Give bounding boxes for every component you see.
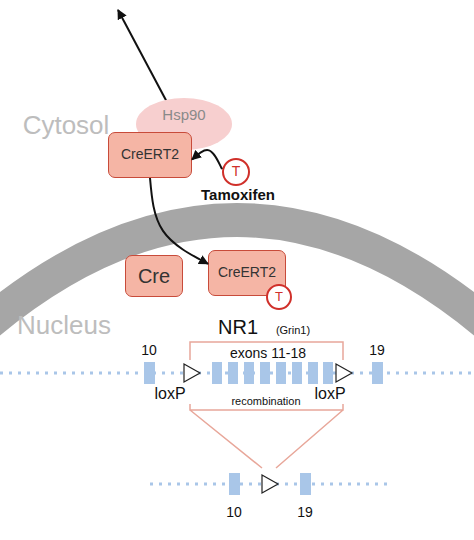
gene-alias: (Grin1) (276, 324, 310, 337)
compartment-label: Nucleus (17, 311, 111, 341)
node-text: T (232, 164, 241, 179)
exon-number: 10 (141, 342, 157, 358)
arrow-connector (192, 150, 222, 169)
recombination-bracket (190, 404, 343, 468)
loxp-symbol (262, 475, 278, 493)
site-label: loxP (314, 385, 345, 403)
exon-range: exons 11-18 (230, 345, 306, 361)
protein-box: CreERT2 (108, 132, 192, 178)
drug-label: Tamoxifen (201, 186, 275, 203)
exon-number: 19 (297, 504, 313, 520)
node-text: CreERT2 (218, 265, 276, 280)
process-label: recombination (231, 395, 300, 408)
arrow-connector (150, 178, 208, 264)
node-text: Hsp90 (162, 107, 205, 124)
exon-number: 10 (226, 504, 242, 520)
node-text: Cre (138, 265, 170, 287)
exon-blocks (144, 362, 383, 384)
node-text: CreERT2 (121, 147, 179, 162)
release-arrow (118, 10, 168, 104)
exon-number: 19 (369, 342, 385, 358)
compartment-label: Cytosol (23, 111, 110, 141)
tamoxifen-circle: T (222, 158, 250, 186)
node-text: T (275, 290, 283, 304)
exon-block (229, 473, 240, 495)
gene-name: NR1 (218, 316, 258, 339)
loxp-symbol (336, 364, 352, 382)
protein-box: Cre (125, 255, 183, 297)
exon-block (300, 473, 311, 495)
site-label: loxP (154, 385, 185, 403)
loxp-symbol (184, 364, 200, 382)
tamoxifen-circle: T (266, 284, 292, 310)
